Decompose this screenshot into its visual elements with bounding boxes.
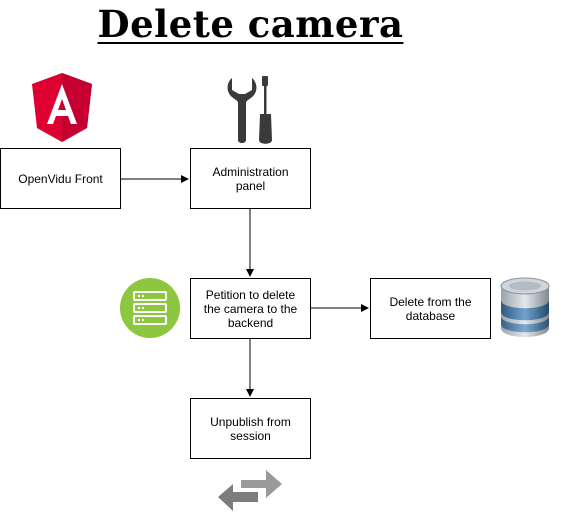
administration-panel-label: Administration panel [212,164,289,193]
openvidu-front-box: OpenVidu Front [0,148,121,209]
delete-database-box: Delete from the database [370,278,491,339]
unpublish-box: Unpublish from session [190,398,311,459]
administration-panel-box: Administration panel [190,148,311,209]
openvidu-front-label: OpenVidu Front [18,171,103,186]
delete-database-label: Delete from the database [389,294,472,323]
petition-label: Petition to delete the camera to the bac… [203,287,298,330]
petition-box: Petition to delete the camera to the bac… [190,278,311,339]
unpublish-label: Unpublish from session [210,414,291,443]
page-title: Delete camera [97,2,404,46]
